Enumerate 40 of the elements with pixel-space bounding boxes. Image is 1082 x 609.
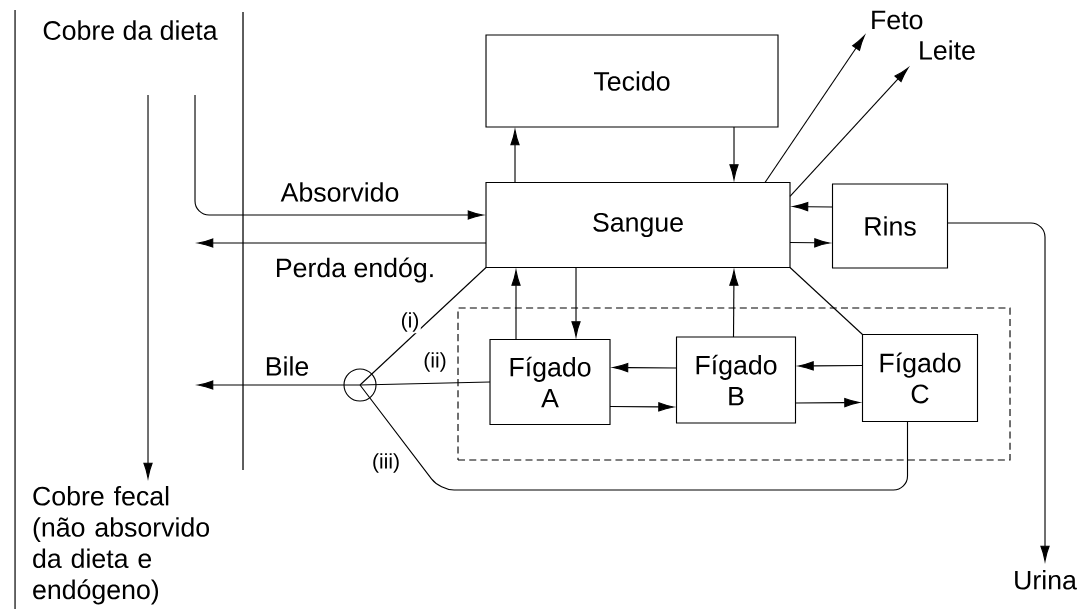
text-label: Leite [920, 40, 975, 60]
edge-label: Bile [263, 354, 311, 378]
text-label: Cobre fecal (não absorvido da dieta e endógeno) [33, 486, 210, 605]
arrow [143, 94, 153, 479]
arrow [946, 222, 1050, 562]
text-label: Cobre da dieta [43, 20, 218, 40]
connector-line [359, 266, 487, 386]
process-box: Tecido [485, 34, 779, 128]
dashed-region [457, 307, 1011, 461]
connector-line [359, 381, 491, 386]
process-box: Fígado B [675, 336, 797, 424]
arrow [729, 270, 739, 338]
process-box: Fígado A [489, 338, 611, 426]
edge-label: (ii) [421, 350, 449, 374]
edge-label: (i) [399, 310, 421, 334]
arrow [511, 270, 521, 341]
arrow [789, 238, 830, 248]
text-label: Feto [872, 10, 923, 30]
edge-label: Absorvido [279, 180, 401, 204]
arrow [571, 266, 581, 337]
arrow [789, 67, 909, 198]
process-box: Rins [831, 183, 949, 269]
arrow [609, 402, 674, 412]
arrow [792, 202, 834, 212]
arrow [197, 238, 487, 248]
arrow [197, 380, 361, 390]
arrow [764, 35, 865, 184]
junction-circle [343, 368, 377, 402]
arrow [729, 126, 739, 180]
connector-line [789, 266, 864, 336]
process-box: Fígado C [861, 333, 979, 423]
arrow [798, 361, 864, 371]
arrow [510, 129, 520, 184]
edge-label: (iii) [370, 451, 402, 475]
connector-line [359, 384, 909, 491]
arrow [612, 363, 678, 373]
arrow [194, 94, 484, 220]
text-label: Urina [1015, 570, 1077, 590]
process-box: Sangue [485, 181, 791, 269]
edge-label: Perda endóg. [273, 256, 437, 284]
